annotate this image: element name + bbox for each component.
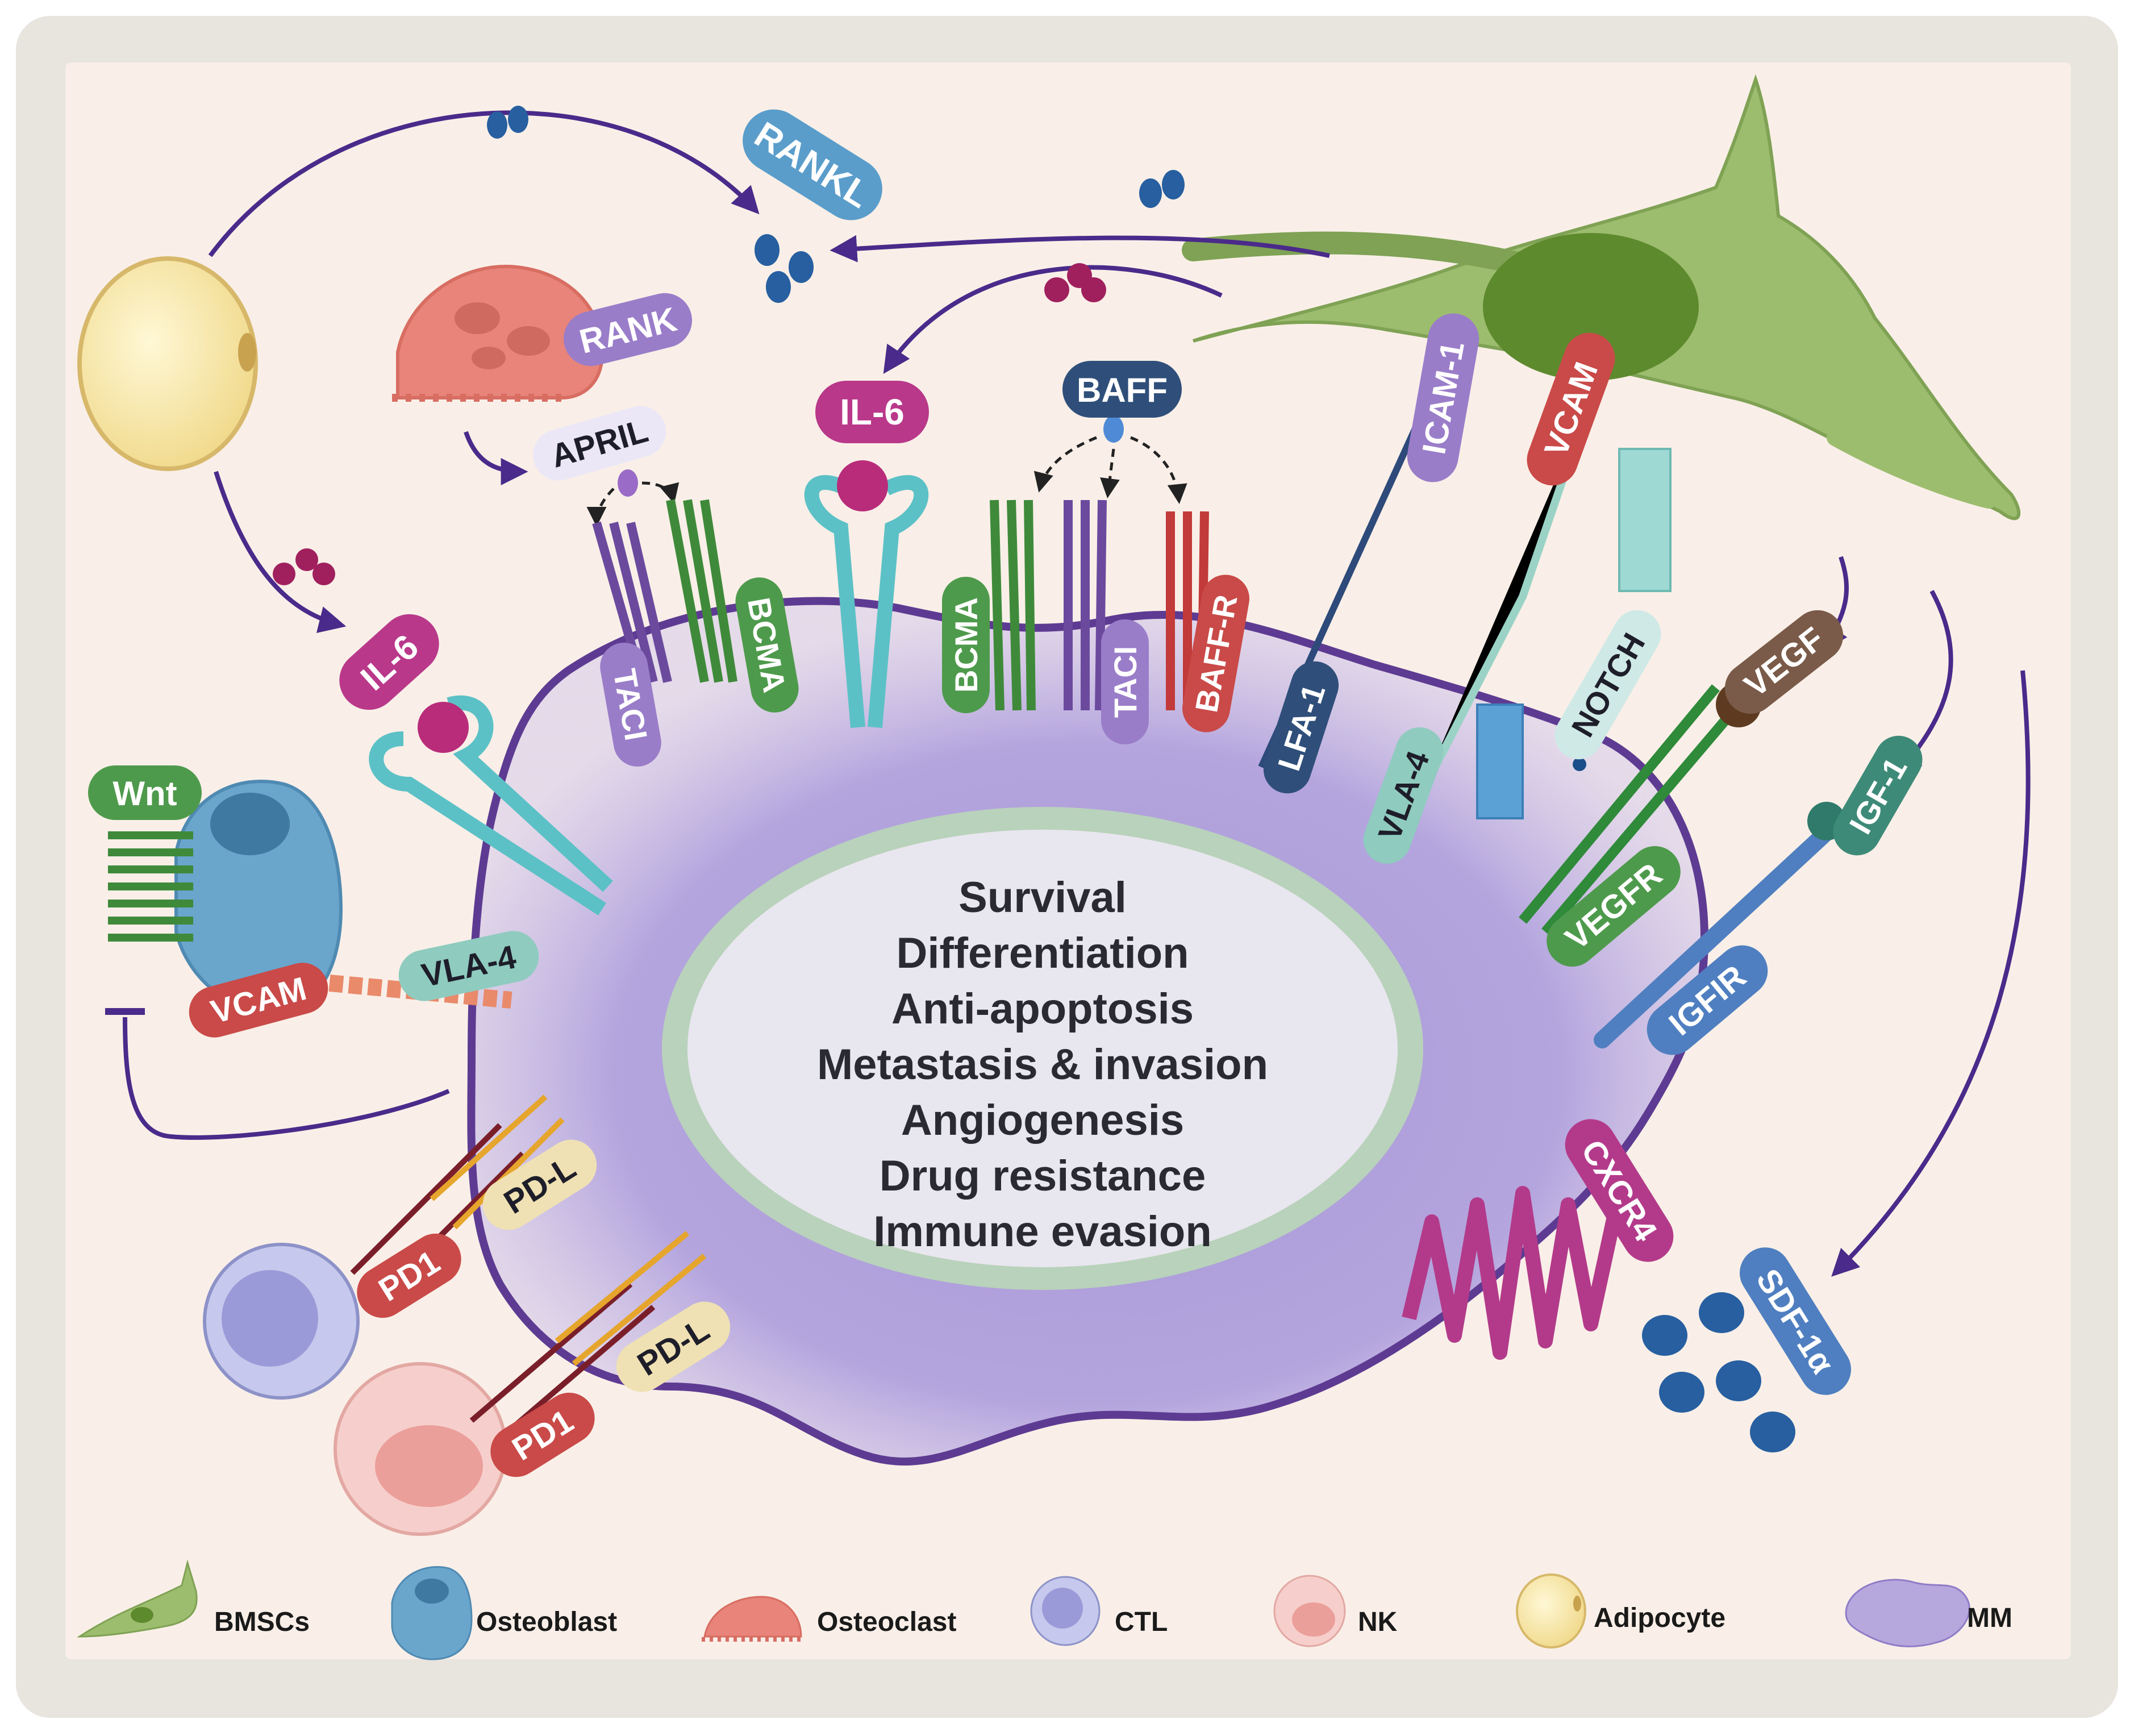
pill-icam1: ICAM-1 xyxy=(1407,313,1479,482)
legend-label-osteoblast: Osteoblast xyxy=(476,1607,617,1637)
label-wnt: Wnt xyxy=(112,775,177,813)
legend-osteoclast-icon xyxy=(703,1596,802,1638)
osteoclast-cell xyxy=(392,264,605,402)
center-line-angiogenesis: Angiogenesis xyxy=(901,1096,1184,1144)
nk-cell xyxy=(334,1362,507,1536)
ctl-cell xyxy=(203,1243,360,1400)
center-line-drug-resistance: Drug resistance xyxy=(880,1152,1206,1200)
bmsc-nucleus xyxy=(1483,233,1699,381)
pill-vla4-left: VLA-4 xyxy=(398,931,539,1001)
legend-item-mm: MM xyxy=(1845,1579,2012,1647)
pill-bcma-left: BCMA xyxy=(735,577,799,713)
legend-item-osteoblast: Osteoblast xyxy=(391,1566,617,1660)
legend-ctl-nucleus xyxy=(1042,1588,1083,1629)
signal-arrows xyxy=(105,110,2031,1277)
center-line-immune-evasion: Immune evasion xyxy=(873,1208,1212,1256)
arrow-bmsc-to-sdf1a xyxy=(1831,670,2031,1277)
arrow-adipocyte-to-rankl xyxy=(208,110,760,257)
adipocyte-cell xyxy=(77,256,258,471)
legend-bmsc-nucleus xyxy=(131,1607,153,1623)
legend-label-osteoclast: Osteoclast xyxy=(817,1607,956,1637)
label-il6-top: IL-6 xyxy=(840,392,905,432)
center-line-metastasis: Metastasis & invasion xyxy=(817,1040,1268,1089)
legend-label-bmscs: BMSCs xyxy=(214,1607,310,1637)
legend-nk-nucleus xyxy=(1292,1602,1335,1637)
center-line-survival: Survival xyxy=(958,873,1127,922)
ligand-molecules xyxy=(273,106,1586,771)
legend-label-nk: NK xyxy=(1358,1607,1398,1637)
arrow-osteoclast-to-april xyxy=(464,431,528,485)
center-line-differentiation: Differentiation xyxy=(896,929,1189,977)
legend-item-ctl: CTL xyxy=(1030,1576,1168,1646)
receptors xyxy=(108,390,1846,1452)
pill-il6-top: IL-6 xyxy=(815,381,929,443)
pill-taci-left: TACI xyxy=(600,643,661,767)
pill-igfir: IGFIR xyxy=(1647,945,1768,1055)
legend: BMSCs Osteoblast Osteoclast CTL NK xyxy=(77,1559,2012,1660)
legend-label-adipocyte: Adipocyte xyxy=(1594,1603,1725,1633)
legend-bmsc-icon xyxy=(77,1559,198,1638)
osteoblast-cell xyxy=(174,780,343,1014)
adipocyte-nucleus xyxy=(238,333,256,372)
pill-bcma-mid: BCMA xyxy=(942,577,990,713)
arrow-bmsc-to-rankl xyxy=(830,235,1330,263)
label-bcma-mid: BCMA xyxy=(948,597,984,693)
legend-osteoblast-nucleus xyxy=(415,1579,449,1604)
arrow-adipocyte-to-il6 xyxy=(214,471,347,633)
pill-wnt: Wnt xyxy=(88,765,202,820)
pill-baff: BAFF xyxy=(1062,361,1182,418)
legend-adipocyte-icon xyxy=(1516,1573,1586,1648)
center-text-block: Survival Differentiation Anti-apoptosis … xyxy=(817,873,1268,1256)
label-baff: BAFF xyxy=(1077,371,1168,409)
legend-item-adipocyte: Adipocyte xyxy=(1516,1573,1725,1648)
center-line-anti-apoptosis: Anti-apoptosis xyxy=(891,985,1194,1033)
legend-label-ctl: CTL xyxy=(1115,1607,1168,1637)
legend-osteoblast-icon xyxy=(391,1566,473,1660)
legend-adipocyte-nucleus xyxy=(1573,1596,1581,1612)
legend-item-bmscs: BMSCs xyxy=(77,1559,310,1638)
legend-item-nk: NK xyxy=(1273,1575,1398,1647)
bmsc-process-2 xyxy=(1827,429,1997,509)
binding-arrows xyxy=(586,436,1187,527)
legend-item-osteoclast: Osteoclast xyxy=(702,1596,956,1642)
pill-taci-mid: TACI xyxy=(1101,619,1149,744)
nucleus xyxy=(687,830,1398,1267)
arrow-bmsc-to-il6 xyxy=(883,265,1223,374)
bmsc-process xyxy=(1182,231,1545,278)
inhibition-line-mm-to-wnt xyxy=(123,1017,450,1140)
legend-mm-icon xyxy=(1845,1579,1970,1647)
label-taci-mid: TACI xyxy=(1107,646,1143,718)
legend-label-mm: MM xyxy=(1967,1603,2012,1633)
